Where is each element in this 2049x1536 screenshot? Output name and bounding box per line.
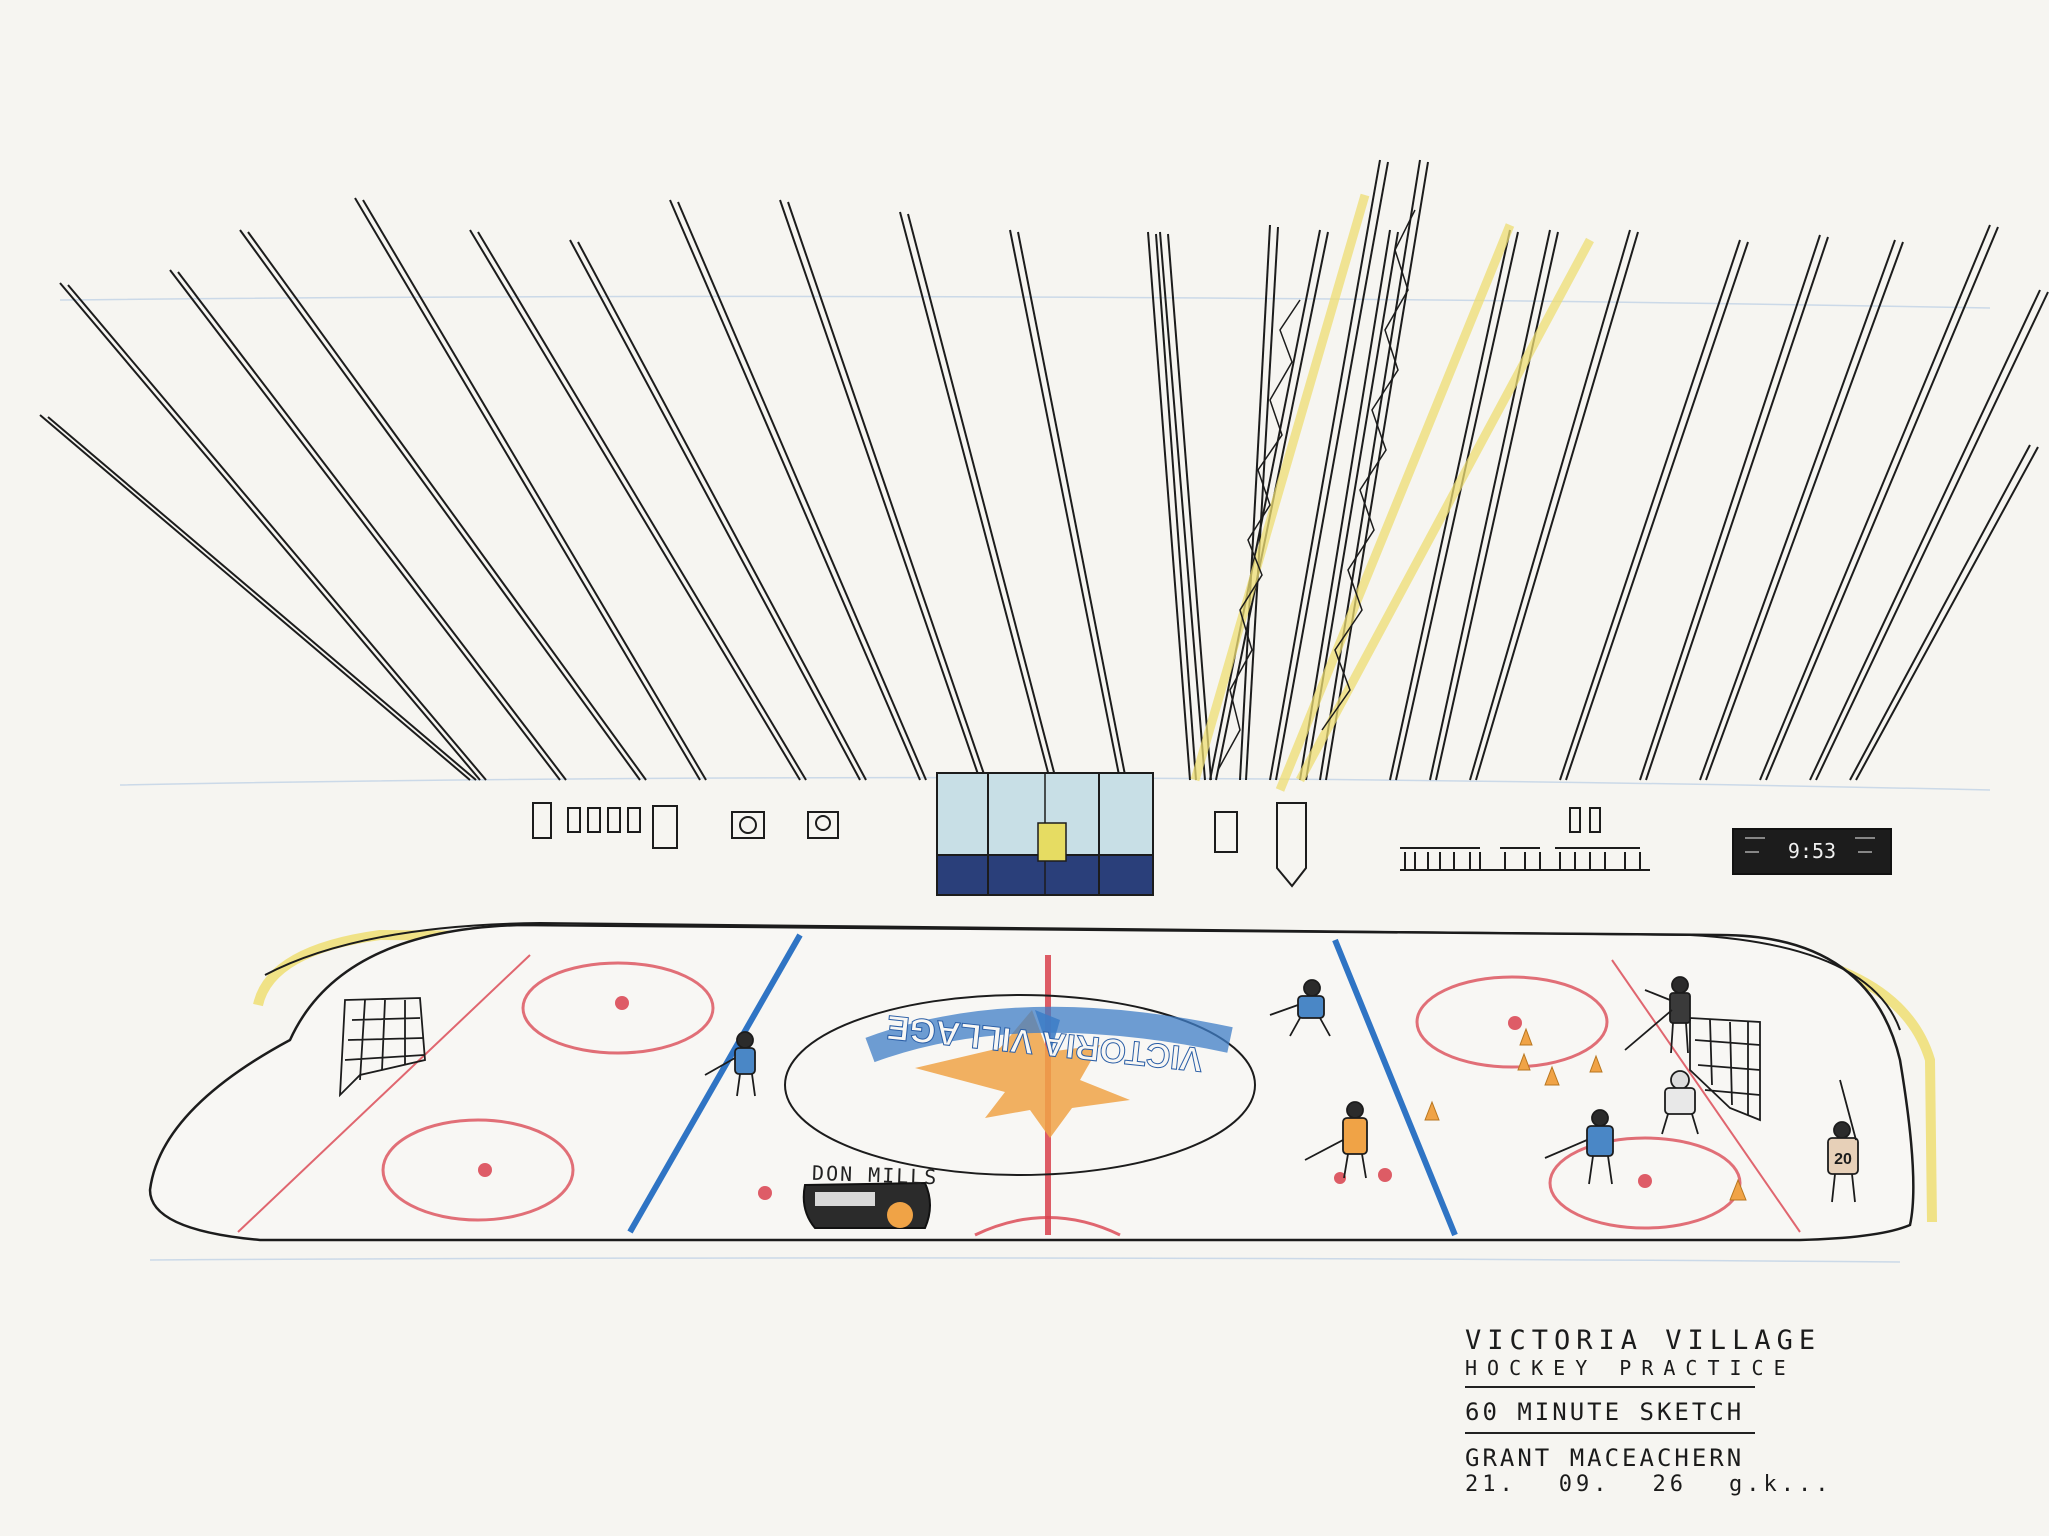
caption-date: 21. 09. 26 g.k... bbox=[1465, 1472, 1885, 1497]
truss-line bbox=[1469, 229, 1631, 781]
coach bbox=[1624, 976, 1691, 1054]
truss-line bbox=[577, 241, 867, 781]
truss-line bbox=[1765, 226, 1999, 781]
truss-line bbox=[1395, 231, 1519, 781]
player-orange bbox=[1304, 1101, 1368, 1179]
truss-line bbox=[1159, 231, 1206, 781]
caption-title: VICTORIA VILLAGE bbox=[1465, 1325, 1822, 1356]
truss-line bbox=[1147, 231, 1191, 781]
truss-line bbox=[1849, 444, 2031, 781]
truss-line bbox=[239, 229, 641, 781]
truss-line bbox=[1759, 224, 1991, 781]
truss-line bbox=[779, 199, 981, 781]
truss-line bbox=[362, 199, 707, 781]
truss-line bbox=[899, 211, 1051, 781]
truss-line bbox=[907, 213, 1057, 781]
bench-row bbox=[1400, 847, 1650, 871]
truss-line bbox=[787, 201, 987, 781]
caption-date-year: 26 bbox=[1652, 1472, 1687, 1497]
faceoff-dots bbox=[478, 996, 1652, 1200]
training-cones bbox=[1424, 1027, 1747, 1201]
caption-duration: 60 MINUTE SKETCH bbox=[1465, 1398, 1745, 1426]
caption-divider bbox=[1465, 1432, 1755, 1434]
center-circle bbox=[784, 994, 1256, 1176]
center-ice-logo: VICTORIA VILLAGE bbox=[865, 1006, 1233, 1138]
truss-line bbox=[1009, 229, 1121, 781]
roof-truss-lines bbox=[39, 159, 2049, 781]
caption-divider bbox=[1465, 1386, 1755, 1388]
lit-trusses bbox=[1190, 193, 1594, 792]
truss-line bbox=[1809, 289, 2041, 781]
truss-line bbox=[247, 231, 647, 781]
truss-line bbox=[1699, 239, 1896, 781]
artist-signature: g.k... bbox=[1729, 1472, 1833, 1497]
player-20: 20 bbox=[1827, 1079, 1859, 1203]
jersey-number: 20 bbox=[1834, 1151, 1852, 1168]
truss-line bbox=[1167, 233, 1212, 781]
caption-author: GRANT MACEACHERN bbox=[1465, 1444, 1745, 1472]
truss-line bbox=[1239, 224, 1271, 781]
left-net bbox=[338, 997, 426, 1098]
truss-line bbox=[1275, 161, 1389, 781]
truss-line bbox=[1705, 241, 1904, 781]
truss-line bbox=[59, 282, 481, 781]
truss-line bbox=[1269, 159, 1381, 781]
blue-lines bbox=[627, 933, 1458, 1237]
truss-line bbox=[669, 199, 921, 781]
right-net bbox=[1689, 1017, 1761, 1122]
truss-line bbox=[1645, 236, 1829, 781]
truss-line bbox=[1559, 239, 1741, 781]
truss-line bbox=[39, 414, 471, 781]
truss-line bbox=[477, 231, 807, 781]
truss-line bbox=[1325, 161, 1429, 781]
truss-line bbox=[1475, 231, 1639, 781]
truss-line bbox=[1435, 231, 1559, 781]
caption-date-month: 09. bbox=[1558, 1472, 1611, 1497]
truss-line bbox=[1429, 229, 1551, 781]
truss-line bbox=[177, 271, 567, 781]
truss-line bbox=[67, 284, 487, 781]
faceoff-circles bbox=[381, 961, 1742, 1230]
player-blue-right bbox=[1544, 1109, 1614, 1185]
truss-line bbox=[677, 201, 927, 781]
caption-date-day: 21. bbox=[1465, 1472, 1517, 1497]
goal-lines bbox=[237, 954, 1801, 1233]
truss-line bbox=[1017, 231, 1127, 781]
truss-line bbox=[1639, 234, 1821, 781]
sponsor-board-text: DON MILLS bbox=[811, 1160, 939, 1190]
players: 20 bbox=[704, 976, 1859, 1203]
end-wall bbox=[532, 802, 1601, 888]
caption-subtitle: HOCKEY PRACTICE bbox=[1465, 1356, 1796, 1380]
sketch-caption: VICTORIA VILLAGE HOCKEY PRACTICE 60 MINU… bbox=[1465, 1325, 1885, 1497]
truss-line bbox=[1209, 229, 1321, 781]
sponsor-cart bbox=[802, 1181, 931, 1229]
truss-line bbox=[1299, 229, 1391, 781]
truss-line bbox=[569, 239, 861, 781]
truss-line bbox=[1245, 226, 1279, 781]
truss-line bbox=[1855, 446, 2039, 781]
lit-truss-zigzag bbox=[1217, 209, 1416, 771]
truss-line bbox=[1155, 233, 1197, 781]
truss-line bbox=[354, 197, 701, 781]
truss-line bbox=[47, 416, 477, 781]
glass-booth bbox=[936, 772, 1154, 896]
player-blue-center bbox=[1269, 979, 1331, 1037]
truss-line bbox=[1319, 159, 1421, 781]
truss-line bbox=[469, 229, 801, 781]
goalie bbox=[1661, 1070, 1699, 1135]
truss-line bbox=[169, 269, 561, 781]
scoreboard-time: 9:53 bbox=[1788, 839, 1836, 863]
player-blue-left bbox=[704, 1031, 756, 1097]
truss-line bbox=[1815, 291, 2049, 781]
scoreboard: 9:53 bbox=[1732, 828, 1892, 875]
truss-line bbox=[1565, 241, 1749, 781]
